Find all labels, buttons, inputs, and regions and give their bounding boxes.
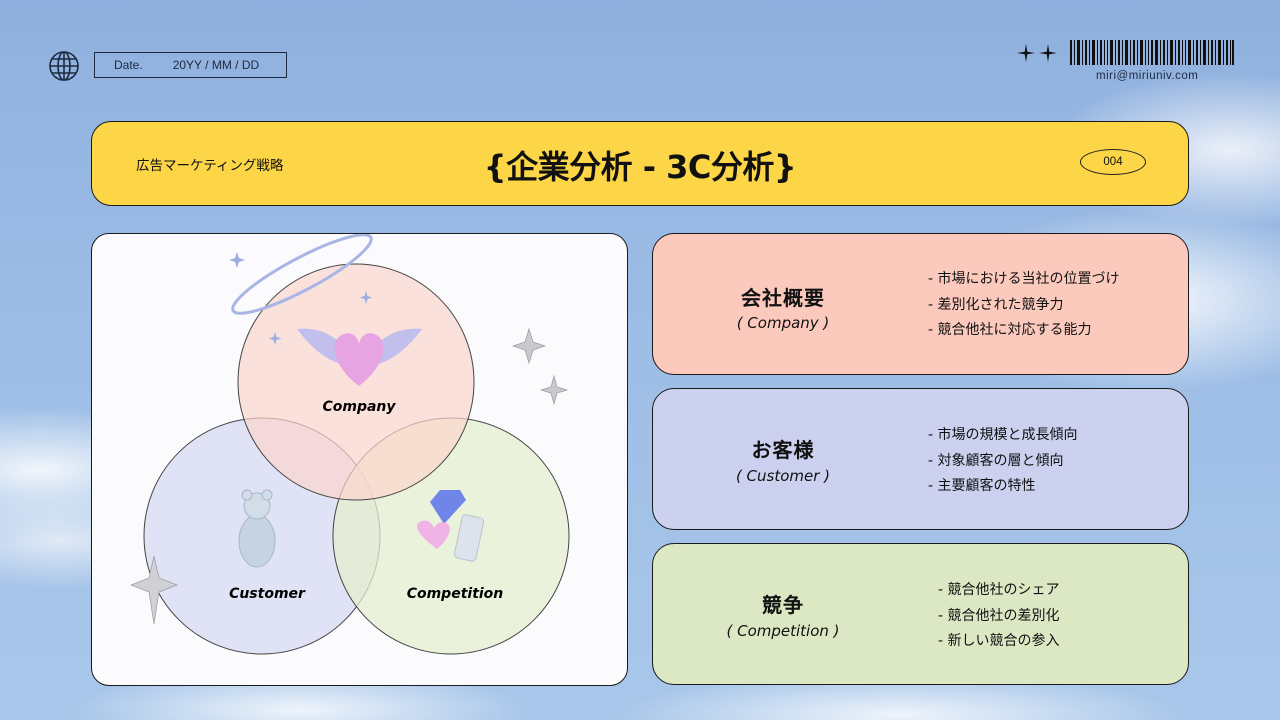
page-number-badge: 004 (1080, 149, 1146, 175)
gems-icon (417, 490, 485, 562)
card-customer: お客様 ( Customer ) - 市場の規模と成長傾向 - 対象顧客の層と傾… (652, 388, 1189, 530)
date-label: Date. (114, 58, 143, 72)
list-item: - 競合他社に対応する能力 (928, 322, 1092, 338)
email: miri@miriuniv.com (1096, 70, 1199, 82)
venn-diagram-panel: Company Customer Competition (91, 233, 628, 686)
card-list: - 市場における当社の位置づけ - 差別化された競争力 - 競合他社に対応する能… (928, 267, 1120, 344)
card-competition: 競争 ( Competition ) - 競合他社のシェア - 競合他社の差別化… (652, 543, 1189, 685)
page-title: {企業分析 - 3C分析} (483, 148, 797, 186)
card-english: ( Customer ) (735, 467, 831, 485)
winged-heart-icon (297, 328, 422, 386)
card-title: 会社概要 (741, 286, 825, 310)
date-value: 20YY / MM / DD (172, 58, 260, 72)
list-item: - 差別化された競争力 (928, 296, 1064, 313)
list-item: - 市場における当社の位置づけ (928, 271, 1120, 287)
title-bar: 広告マーケティング戦略 {企業分析 - 3C分析} 004 (91, 121, 1189, 206)
globe-icon (49, 51, 79, 81)
list-item: - 対象顧客の層と傾向 (928, 452, 1064, 469)
venn-label-competition: Competition (407, 586, 504, 602)
venn-diagram: Company Customer Competition (130, 234, 570, 655)
list-item: - 主要顧客の特性 (928, 478, 1036, 494)
subtitle: 広告マーケティング戦略 (136, 158, 284, 174)
card-company: 会社概要 ( Company ) - 市場における当社の位置づけ - 差別化され… (652, 233, 1189, 375)
list-item: - 競合他社のシェア (938, 582, 1060, 598)
sparkle-icon (1017, 44, 1057, 62)
barcode-icon (1070, 40, 1234, 65)
card-list: - 競合他社のシェア - 競合他社の差別化 - 新しい競合の参入 (938, 578, 1060, 655)
list-item: - 市場の規模と成長傾向 (928, 427, 1078, 443)
venn-label-company: Company (322, 399, 396, 415)
date-box: Date. 20YY / MM / DD (94, 52, 287, 78)
card-title: お客様 (751, 438, 815, 462)
card-title: 競争 (762, 593, 804, 617)
card-english: ( Company ) (736, 314, 830, 332)
card-english: ( Competition ) (726, 622, 840, 640)
list-item: - 新しい競合の参入 (938, 633, 1060, 649)
list-item: - 競合他社の差別化 (938, 607, 1060, 624)
card-list: - 市場の規模と成長傾向 - 対象顧客の層と傾向 - 主要顧客の特性 (928, 423, 1078, 500)
venn-label-customer: Customer (229, 586, 306, 602)
gummy-bear-icon (238, 489, 276, 568)
